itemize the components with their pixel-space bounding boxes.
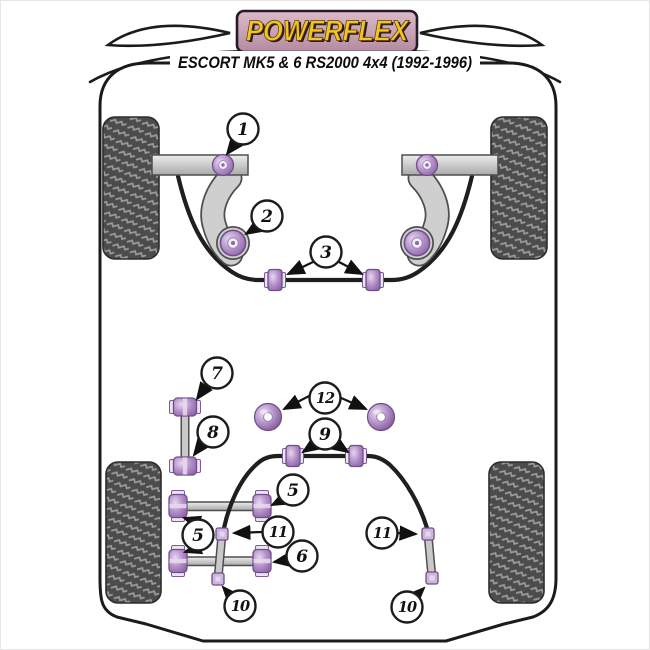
callout-6: 6: [285, 539, 319, 573]
rear-arb-bushing-left: [281, 444, 305, 468]
callout-11-right-label: 11: [373, 525, 391, 542]
callout-5-right: 5: [276, 473, 310, 507]
rear-left-tire: [105, 461, 162, 604]
callout-12-label: 12: [316, 390, 335, 407]
callout-2: 2: [250, 199, 284, 233]
rear-link-bottom-bushing: [168, 456, 202, 476]
rear-right-drop-link-bottom-fitting: [425, 571, 439, 585]
front-arb-bushing-left: [263, 268, 287, 292]
rear-anti-roll-bar: [221, 444, 430, 531]
callout-9: 9: [308, 417, 342, 451]
rear-link-top-bushing: [168, 397, 202, 417]
front-left-wishbone: [151, 153, 250, 267]
logo-text-shadow: POWERFLEX: [248, 17, 411, 49]
callout-2-label: 2: [260, 207, 273, 227]
model-title: ESCORT MK5 & 6 RS2000 4x4 (1992-1996): [170, 51, 480, 72]
callout-7: 7: [200, 356, 234, 390]
rear-left-drop-link-top-fitting: [215, 527, 229, 541]
front-right-tire: [490, 116, 548, 260]
callout-10-right: 10: [390, 590, 424, 624]
callout-5-left-label: 5: [192, 526, 204, 546]
rear-arb-bushing-right: [344, 444, 368, 468]
callout-11-right: 11: [365, 516, 399, 550]
callout-6-label: 6: [296, 547, 308, 567]
headlight-outline-left: [104, 24, 231, 48]
rear-lower-link-right-bushing: [252, 544, 272, 578]
front-anti-roll-bar: [175, 173, 475, 292]
front-right-lower-bushing: [403, 229, 431, 257]
rear-vertical-link: [168, 397, 202, 476]
front-left-tire: [102, 116, 160, 260]
callout-12: 12: [308, 381, 342, 415]
title-text: ESCORT MK5 & 6 RS2000 4x4 (1992-1996): [178, 54, 472, 72]
front-arb-bushing-right: [361, 268, 385, 292]
callout-10-left: 10: [223, 589, 257, 623]
callout-11-left-label: 11: [269, 524, 287, 541]
rear-upper-link: [168, 489, 272, 523]
rear-donut-bushing-right: [366, 402, 396, 432]
powerflex-logo: POWERFLEX POWERFLEX: [235, 9, 419, 54]
callout-5-right-label: 5: [287, 481, 299, 501]
callout-1-label: 1: [237, 120, 249, 140]
rear-left-drop-link-bottom-fitting: [211, 572, 225, 586]
headlight-outline-right: [419, 24, 546, 48]
rear-right-drop-link: [421, 527, 439, 585]
logo-text: POWERFLEX: [246, 16, 409, 48]
callout-10-right-label: 10: [398, 599, 417, 616]
rear-left-drop-link: [211, 527, 229, 586]
callout-11-left: 11: [261, 515, 295, 549]
rear-right-drop-link-top-fitting: [421, 527, 435, 541]
callout-3: 3: [309, 235, 343, 269]
front-right-upper-bushing: [415, 153, 439, 177]
callout-7-label: 7: [211, 364, 223, 384]
rear-donut-bushing-left: [253, 402, 283, 432]
callout-8: 8: [196, 415, 230, 449]
front-left-upper-bushing: [211, 153, 235, 177]
callout-10-left-label: 10: [231, 598, 250, 615]
rear-upper-link-right-bushing: [252, 489, 272, 523]
callout-3-label: 3: [320, 243, 332, 263]
callout-5-left: 5: [181, 518, 215, 552]
callout-9-label: 9: [319, 425, 331, 445]
front-left-lower-bushing: [219, 229, 247, 257]
callout-1: 1: [226, 112, 260, 146]
title-backing: [170, 51, 480, 72]
callout-8-label: 8: [206, 423, 219, 443]
front-right-wishbone: [400, 153, 499, 267]
rear-lower-link-left-bushing: [168, 544, 188, 578]
rear-upper-link-left-bushing: [168, 489, 188, 523]
rear-right-tire: [488, 461, 545, 604]
